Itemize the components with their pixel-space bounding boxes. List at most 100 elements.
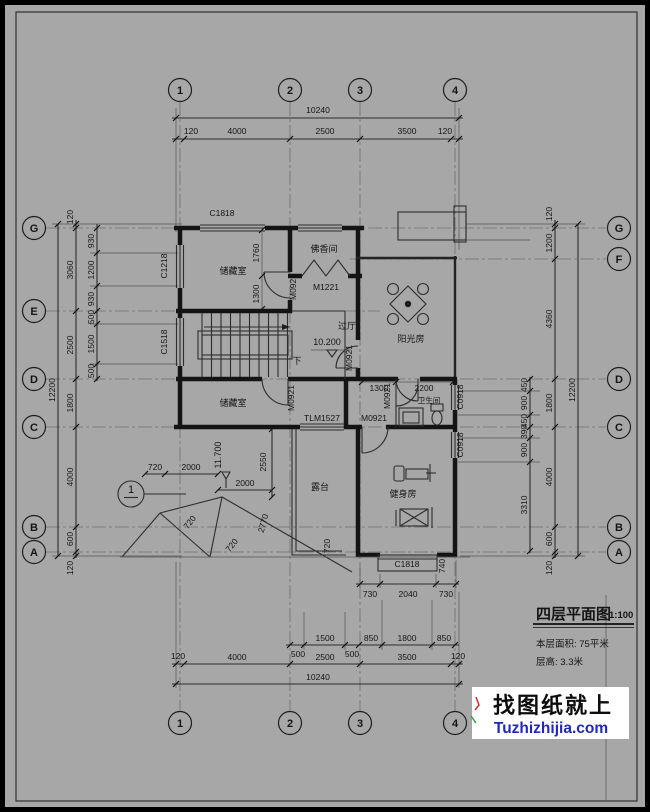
dim-label: 740: [437, 559, 447, 573]
stair-down-label: 下: [292, 356, 301, 366]
opening-label: M1221: [313, 282, 339, 292]
dim-label: 120: [438, 126, 452, 136]
dim-label: 1200: [544, 233, 554, 252]
dim-label: 12200: [567, 378, 577, 402]
window-c0918-b: [450, 432, 460, 458]
dim-label: 2200: [415, 383, 434, 393]
door-sunroom: [335, 345, 359, 369]
dim-label: 500: [345, 649, 359, 659]
dim-label: 1300: [370, 383, 389, 393]
door-storage2: [261, 378, 289, 406]
dim-label: 120: [184, 126, 198, 136]
window-c0918-a: [450, 385, 460, 410]
dim-label: 730: [439, 589, 453, 599]
dim-label: 4360: [544, 309, 554, 328]
walls: [174, 205, 530, 558]
dim-label: 1500: [86, 334, 96, 353]
dimension-left: 930 1200 930 500 1500 500 120 3060 2500 …: [47, 210, 182, 575]
watermark-red-mark: [474, 696, 480, 711]
dim-label: 1760: [251, 243, 261, 262]
door-prayer-folding: [301, 259, 351, 277]
dim-label: 720: [223, 536, 240, 554]
opening-label: C1518: [159, 329, 169, 354]
axis-label: D: [30, 374, 38, 386]
dimension-right: 450 900 450 390 900 3310 120 1200 4360 1…: [458, 207, 585, 575]
dim-label: 2500: [316, 126, 335, 136]
floor-area-note: 本层面积: 75平米: [536, 638, 609, 650]
dim-label: 850: [364, 633, 378, 643]
axis-label: 3: [357, 85, 363, 97]
axis-label: 4: [452, 85, 459, 97]
hall-level-marker: 10.200: [311, 337, 351, 358]
dim-label: 2000: [182, 462, 201, 472]
dim-label: 390: [519, 425, 529, 439]
axis-label: B: [30, 522, 38, 534]
dim-label: 450: [519, 414, 529, 428]
window-c1518: [175, 318, 185, 366]
room-label-storage1: 储藏室: [219, 265, 246, 276]
axis-label: C: [30, 422, 38, 434]
drawing-title: 四层平面图: [536, 606, 611, 623]
dim-label: 500: [291, 649, 305, 659]
dim-label: 3060: [65, 260, 75, 279]
axis-label: C: [615, 422, 623, 434]
dim-label: 900: [519, 443, 529, 457]
sink: [398, 407, 424, 427]
axis-label: 1: [177, 718, 183, 730]
opening-label: C1218: [159, 253, 169, 278]
axis-label: 1: [177, 85, 183, 97]
roof-plan: 720 2000 2000 2550 2770 720 720 720 11.7…: [117, 425, 470, 573]
dim-label: 730: [363, 589, 377, 599]
toilet: [430, 403, 444, 426]
dimension-top: 10240 120 4000 2500 3500 120: [172, 105, 463, 250]
door-storage1: [263, 271, 291, 299]
dim-label: 4000: [228, 652, 247, 662]
gym-bench: [393, 464, 436, 482]
watermark-box: [472, 687, 629, 739]
dim-label: 120: [451, 651, 465, 661]
watermark-site-link[interactable]: Tuzhizhijia.com: [494, 720, 608, 737]
axis-label: G: [615, 223, 624, 235]
axis-label: F: [616, 254, 623, 266]
room-label-gym: 健身房: [389, 488, 416, 499]
dim-label: 2500: [65, 335, 75, 354]
dim-label: 10240: [306, 105, 330, 115]
dim-label: 1500: [316, 633, 335, 643]
dim-label: 2770: [256, 513, 271, 534]
dim-label: 500: [86, 364, 96, 378]
window-prayer: [298, 224, 342, 232]
axis-label: 3: [357, 718, 363, 730]
axis-label: E: [30, 306, 37, 318]
opening-label: M0921: [288, 274, 298, 300]
axis-label: D: [615, 374, 623, 386]
opening-label: M0921: [382, 383, 392, 409]
detail-mark: 1: [117, 480, 186, 508]
sunroom-table: [386, 282, 430, 326]
room-label-hall: 过厅: [338, 320, 356, 331]
window-tlm1527: [300, 423, 344, 431]
window-c1818-top: [200, 224, 265, 232]
dim-label: 10240: [306, 672, 330, 682]
dim-label: 4000: [544, 467, 554, 486]
roof-level-marker: 11.700: [213, 442, 231, 488]
opening-label: M0921: [344, 345, 354, 371]
dimension-bottom: 500 1500 500 850 1800 850 120 4000 2500 …: [171, 562, 465, 688]
dim-label: 120: [171, 651, 185, 661]
dim-label: 720: [322, 539, 332, 553]
dim-label: 600: [544, 532, 554, 546]
dim-label: 120: [544, 561, 554, 575]
level-label: 10.200: [313, 337, 341, 347]
detail-mark-label: 1: [128, 484, 134, 496]
room-label-storage2: 储藏室: [219, 397, 246, 408]
opening-label: C0918: [455, 384, 465, 409]
dim-label: 3500: [398, 126, 417, 136]
dim-label: 1300: [251, 284, 261, 303]
title-block: 四层平面图 1:100 本层面积: 75平米 层高: 3.3米: [533, 606, 634, 668]
axis-label: 4: [452, 718, 459, 730]
dim-label: 1800: [398, 633, 417, 643]
room-labels: 储藏室 佛香间 过厅 阳光房 储藏室 卫生间 露台 健身房: [219, 243, 440, 499]
dim-label: 120: [65, 210, 75, 224]
watermark: 找图纸就上 Tuzhizhijia.com: [470, 687, 629, 739]
doors: M0921 M0921 M0921 M0921 M0921 M1221: [261, 259, 419, 454]
